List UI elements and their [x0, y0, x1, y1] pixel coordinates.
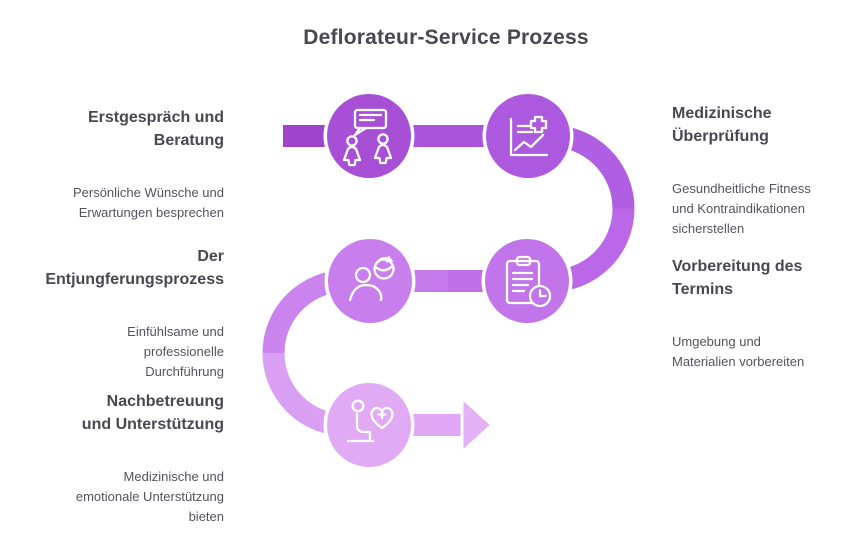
aftercare-icon [346, 399, 394, 443]
infographic-canvas: Deflorateur-Service Prozess Erstgespräch… [14, 26, 850, 524]
step-block-1: Erstgespräch und Beratung Persönliche Wü… [14, 88, 224, 241]
step-heading: Vorbereitung des Termins [672, 258, 803, 298]
step-heading: Nachbetreuung und Unterstützung [81, 393, 224, 433]
step-heading: Medizinische Überprüfung [672, 105, 772, 145]
step-description: Umgebung und Materialien vorbereiten [672, 334, 805, 369]
step-description: Einfühlsame und professionelle Durchführ… [127, 324, 224, 379]
step-description: Persönliche Wünsche und Erwartungen besp… [72, 185, 224, 220]
appointment-prep-icon [505, 255, 552, 308]
step-node-2 [486, 94, 570, 178]
conversation-icon [342, 108, 393, 167]
step-description: Medizinische und emotionale Unterstützun… [75, 469, 224, 524]
step-node-3 [328, 239, 412, 323]
step-block-4: Der Entjungferungsprozess Einfühlsame un… [14, 227, 224, 400]
step-block-2: Medizinische Überprüfung Gesundheitliche… [672, 84, 850, 257]
step-heading: Erstgespräch und Beratung [87, 109, 224, 149]
step-description: Gesundheitliche Fitness und Kontraindika… [672, 181, 811, 236]
flow-arrow-head [460, 396, 494, 454]
step-block-3: Vorbereitung des Termins Umgebung und Ma… [672, 237, 850, 390]
step-node-5 [327, 383, 411, 467]
step-block-5: Nachbetreuung und Unterstützung Medizini… [14, 372, 224, 545]
medical-check-icon [509, 115, 549, 157]
step-heading: Der Entjungferungsprozess [45, 248, 224, 288]
process-flow-diagram [262, 94, 635, 467]
process-icon [348, 255, 395, 302]
step-node-4 [485, 239, 569, 323]
step-node-1 [327, 94, 411, 178]
page-title: Deflorateur-Service Prozess [303, 26, 589, 49]
